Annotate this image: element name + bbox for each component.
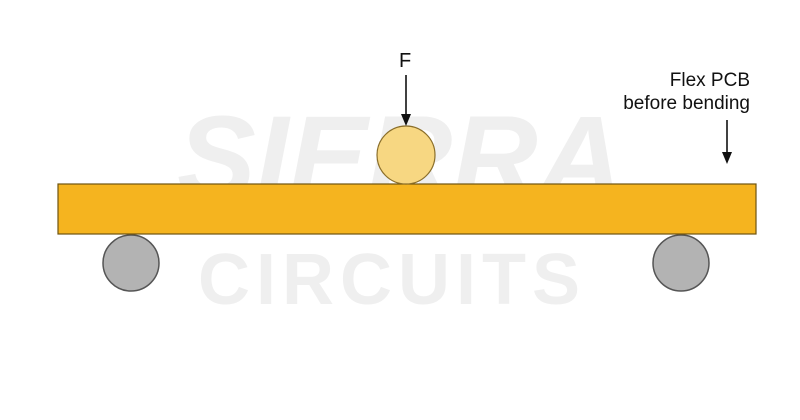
pcb-label: Flex PCB before bending <box>600 69 750 115</box>
pcb-label-arrow <box>722 120 732 164</box>
force-label: F <box>399 50 412 72</box>
right-support-roller <box>652 234 710 292</box>
watermark-circuits: CIRCUITS <box>198 240 586 320</box>
left-support-roller <box>102 234 160 292</box>
force-arrow <box>401 75 411 126</box>
flex-pcb-beam <box>57 183 757 235</box>
pcb-label-line1: Flex PCB <box>669 70 750 91</box>
load-roller <box>376 125 436 185</box>
pcb-label-line2: before bending <box>623 93 750 114</box>
